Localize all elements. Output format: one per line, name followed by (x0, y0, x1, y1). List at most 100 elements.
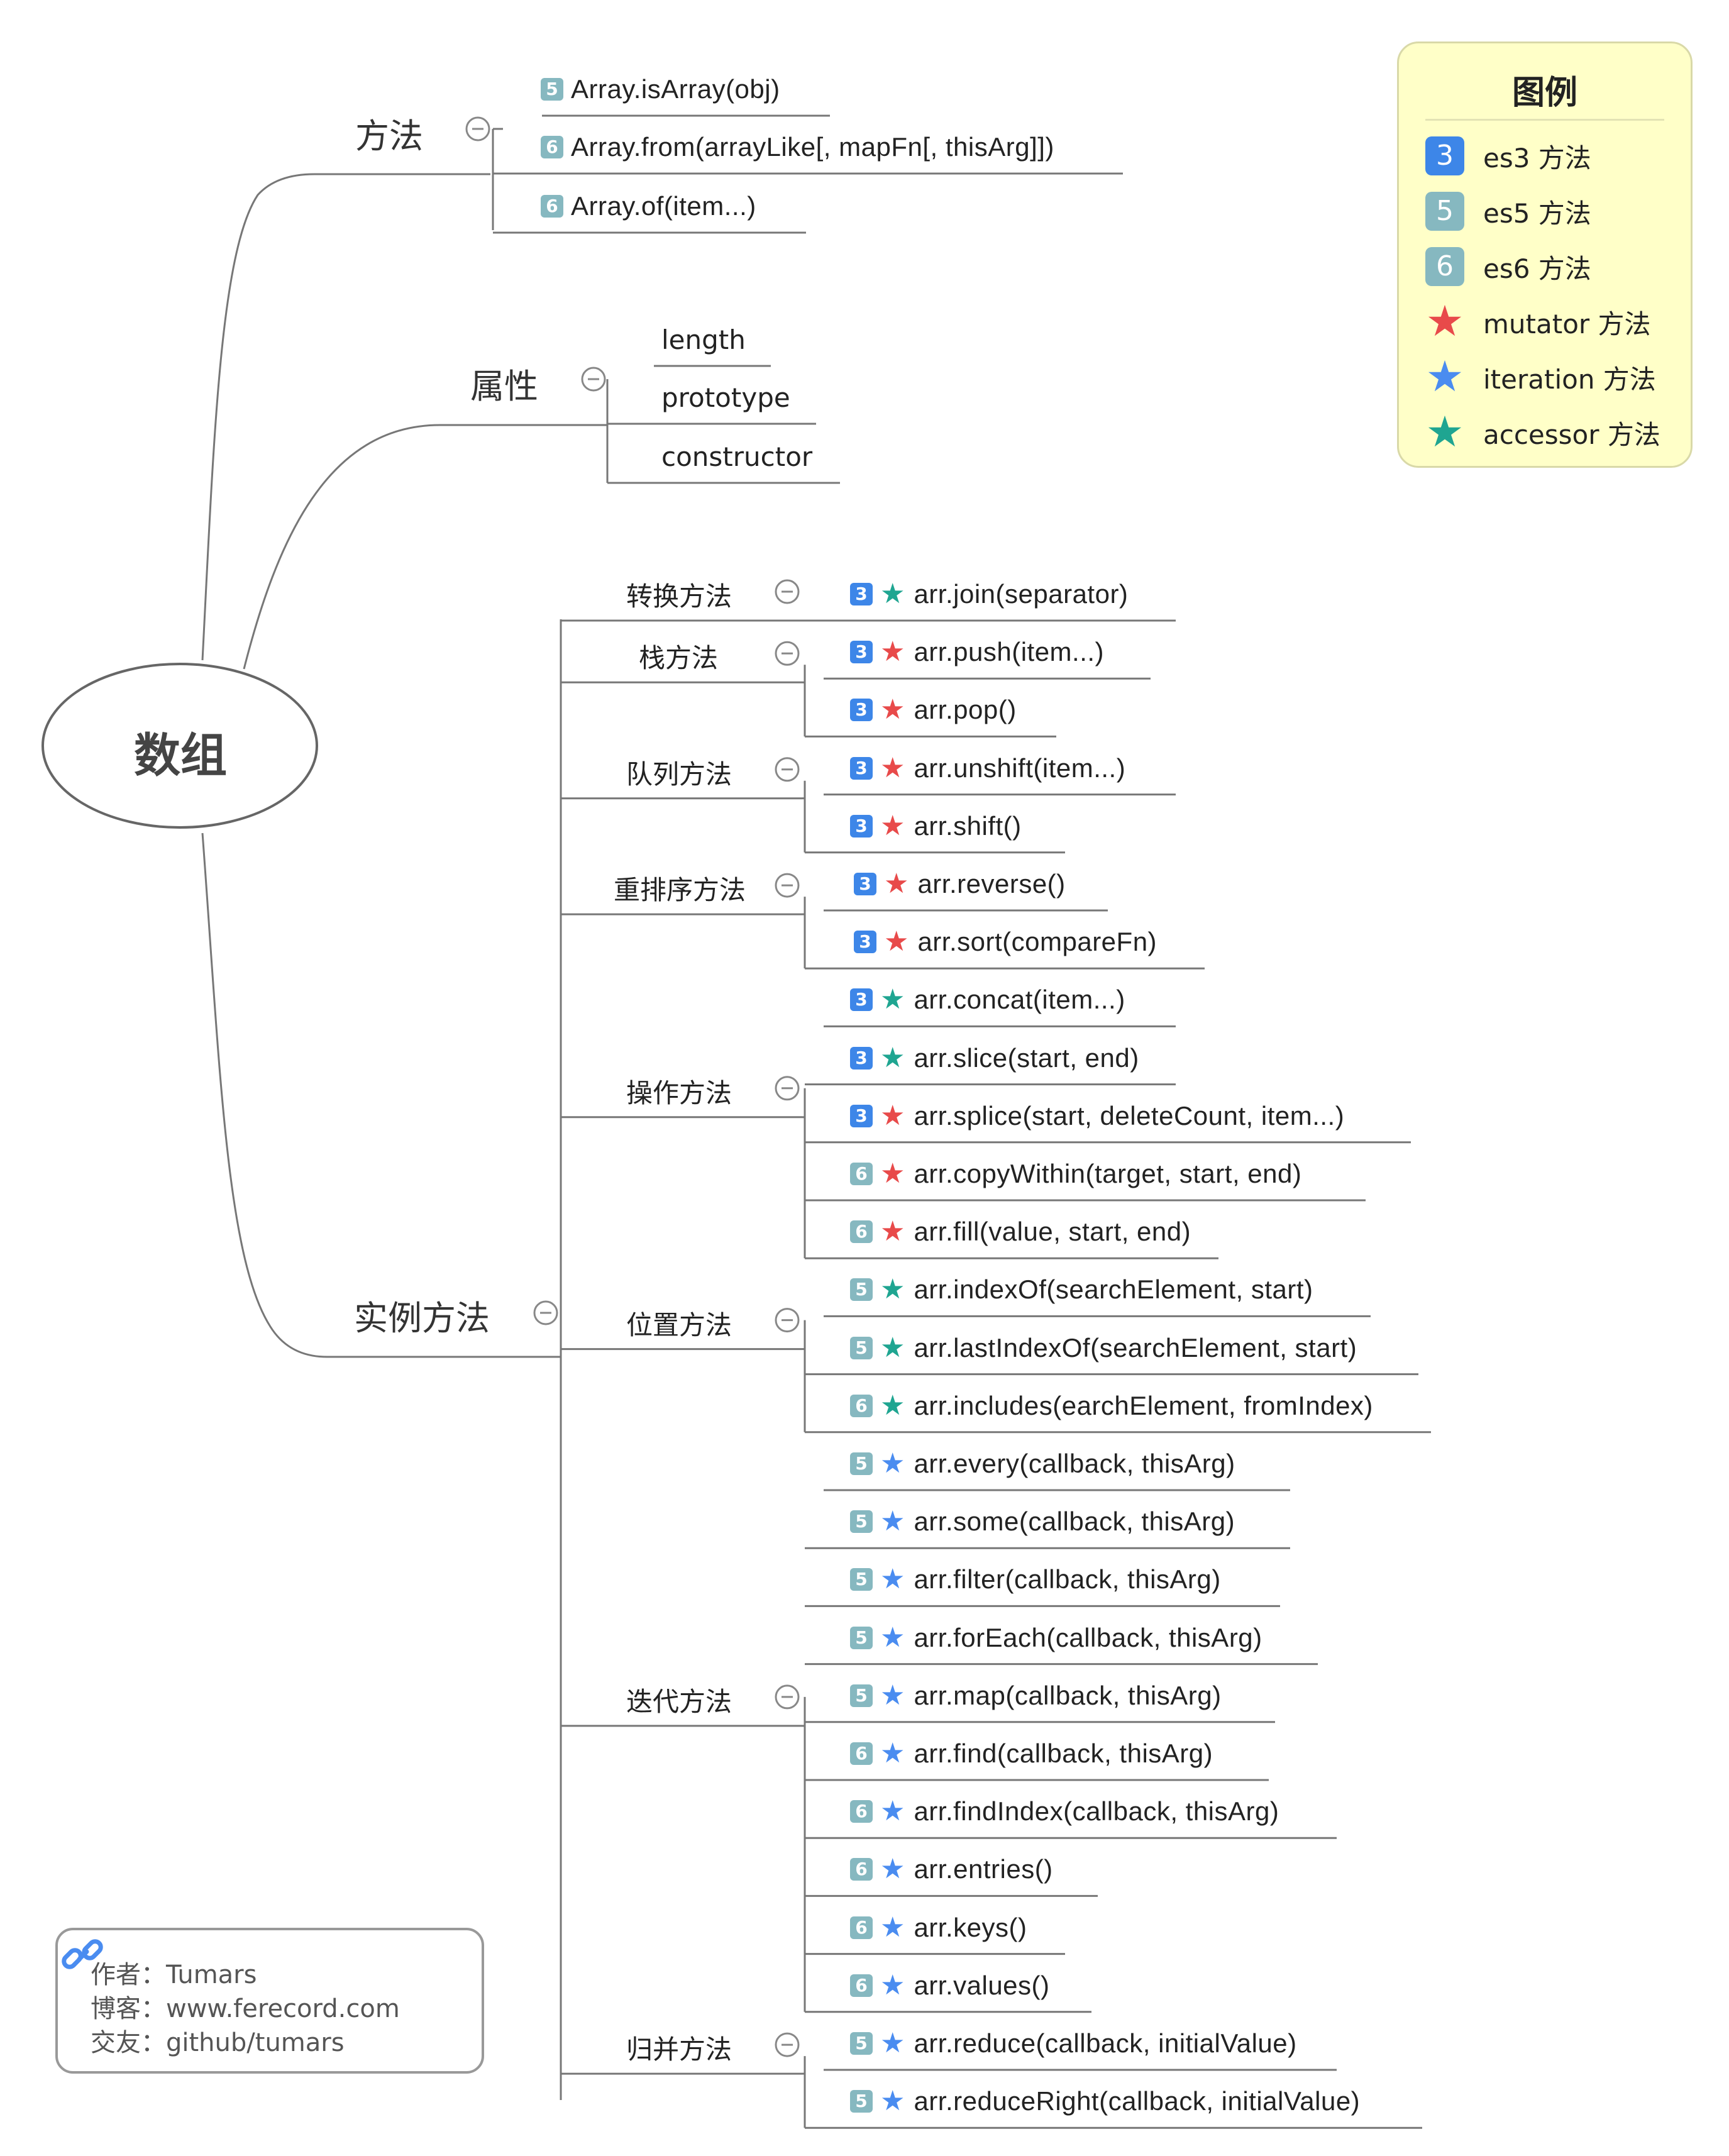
link-icon[interactable] (58, 1930, 108, 1981)
accessor-star-icon: ★ (880, 1041, 905, 1074)
instance-method-item[interactable]: 3★arr.unshift(item...) (850, 753, 1125, 783)
es5-badge-icon: 5 (850, 1510, 873, 1534)
accessor-star-icon: ★ (880, 1273, 905, 1306)
collapse-methods-icon[interactable] (465, 116, 490, 141)
iteration-star-icon: ★ (880, 1563, 905, 1596)
instance-method-item[interactable]: 3★arr.reverse() (854, 869, 1066, 899)
es5-badge-icon: 5 (850, 1336, 873, 1359)
star-icon: ★ (1425, 407, 1464, 457)
instance-method-item[interactable]: 3★arr.concat(item...) (850, 985, 1125, 1015)
instance-method-item[interactable]: 5★arr.map(callback, thisArg) (850, 1681, 1222, 1711)
collapse-group-icon[interactable] (775, 641, 800, 666)
collapse-group-icon[interactable] (775, 873, 800, 898)
iteration-star-icon: ★ (880, 2027, 905, 2059)
prop-prototype: prototype (661, 382, 790, 413)
collapse-props-icon[interactable] (581, 367, 606, 392)
method-signature: arr.reverse() (917, 869, 1066, 898)
es5-badge-icon: 5 (850, 1684, 873, 1707)
mutator-star-icon: ★ (884, 926, 909, 958)
es3-badge-icon: 3 (854, 931, 876, 954)
collapse-group-icon[interactable] (775, 1684, 800, 1710)
instance-method-item[interactable]: 5★arr.every(callback, thisArg) (850, 1449, 1235, 1479)
legend-label: accessor 方法 (1483, 419, 1660, 450)
instance-method-item[interactable]: 3★arr.slice(start, end) (850, 1043, 1139, 1073)
collapse-group-icon[interactable] (775, 1308, 800, 1333)
instance-method-item[interactable]: 6★arr.find(callback, thisArg) (850, 1739, 1213, 1769)
es5-badge-icon: 5 (1425, 192, 1464, 231)
instance-method-item[interactable]: 5★arr.reduce(callback, initialValue) (850, 2028, 1297, 2059)
instance-method-item[interactable]: 6★arr.entries() (850, 1854, 1053, 1884)
legend-label: iteration 方法 (1483, 363, 1656, 395)
group-label: 栈方法 (639, 643, 719, 674)
instance-method-item[interactable]: 6★arr.keys() (850, 1913, 1027, 1943)
collapse-group-icon[interactable] (775, 1076, 800, 1101)
mutator-star-icon: ★ (880, 1158, 905, 1190)
mutator-star-icon: ★ (884, 868, 909, 900)
prop-length: length (661, 324, 746, 355)
mutator-star-icon: ★ (880, 1215, 905, 1248)
accessor-star-icon: ★ (880, 983, 905, 1016)
accessor-star-icon: ★ (880, 578, 905, 610)
credit-friend[interactable]: 交友：github/tumars (91, 2028, 345, 2057)
instance-method-item[interactable]: 3★arr.join(separator) (850, 579, 1128, 609)
group-label: 转换方法 (626, 581, 732, 612)
branch-instance-label: 实例方法 (354, 1298, 490, 1338)
method-signature: arr.sort(compareFn) (917, 927, 1157, 957)
collapse-group-icon[interactable] (775, 579, 800, 604)
legend-row: ★mutator 方法 (1425, 301, 1651, 343)
collapse-group-icon[interactable] (775, 757, 800, 782)
method-signature: arr.reduce(callback, initialValue) (914, 2028, 1297, 2058)
es3-badge-icon: 3 (850, 1046, 873, 1070)
instance-method-item[interactable]: 6★arr.copyWithin(target, start, end) (850, 1159, 1301, 1189)
instance-method-item[interactable]: 3 ★ arr.sort(compareFn) (854, 927, 1157, 957)
prop-constructor: constructor (661, 441, 813, 472)
instance-method-item[interactable]: 6★arr.fill(value, start, end) (850, 1217, 1191, 1247)
legend-divider (1425, 119, 1664, 121)
group-label: 操作方法 (626, 1077, 732, 1108)
instance-method-item[interactable]: 5★arr.some(callback, thisArg) (850, 1506, 1235, 1537)
method-signature: arr.some(callback, thisArg) (914, 1506, 1235, 1537)
method-signature: arr.values() (914, 1970, 1050, 2000)
method-signature: arr.forEach(callback, thisArg) (914, 1622, 1262, 1652)
es6-badge-icon: 6 (850, 1220, 873, 1244)
mutator-star-icon: ★ (880, 751, 905, 784)
credit-blog[interactable]: 博客：www.ferecord.com (91, 1994, 400, 2023)
instance-method-item[interactable]: 3★arr.push(item...) (850, 637, 1104, 667)
group-label: 重排序方法 (614, 875, 746, 906)
method-signature: arr.unshift(item...) (914, 753, 1126, 783)
es6-badge-icon: 6 (850, 1858, 873, 1881)
collapse-group-icon[interactable] (775, 2032, 800, 2057)
iteration-star-icon: ★ (880, 1737, 905, 1769)
instance-method-item[interactable]: 5 ★ arr.indexOf(searchElement, start) (850, 1274, 1313, 1305)
instance-method-item[interactable]: 6★arr.includes(earchElement, fromIndex) (850, 1391, 1373, 1421)
instance-method-item[interactable]: 5★arr.lastIndexOf(searchElement, start) (850, 1333, 1357, 1363)
es5-badge-icon: 5 (850, 2090, 873, 2113)
instance-method-item[interactable]: 6★arr.values() (850, 1971, 1050, 2001)
method-signature: arr.map(callback, thisArg) (914, 1680, 1222, 1710)
method-signature: arr.push(item...) (914, 637, 1105, 667)
method-signature: arr.findIndex(callback, thisArg) (914, 1796, 1279, 1827)
method-signature: arr.indexOf(searchElement, start) (914, 1274, 1313, 1305)
es5-badge-icon: 5 (850, 1278, 873, 1302)
collapse-instance-icon[interactable] (533, 1300, 558, 1325)
mutator-star-icon: ★ (880, 636, 905, 668)
es3-badge-icon: 3 (1425, 136, 1464, 175)
es3-badge-icon: 3 (850, 699, 873, 722)
iteration-star-icon: ★ (880, 1911, 905, 1943)
root-node-ellipse[interactable] (41, 663, 318, 829)
instance-method-item[interactable]: 5★arr.forEach(callback, thisArg) (850, 1623, 1262, 1653)
instance-method-item[interactable]: 3★arr.splice(start, deleteCount, item...… (850, 1101, 1344, 1131)
method-signature: arr.find(callback, thisArg) (914, 1739, 1213, 1768)
instance-method-item[interactable]: 5★arr.reduceRight(callback, initialValue… (850, 2086, 1360, 2116)
instance-method-item[interactable]: 3★arr.shift() (850, 811, 1022, 841)
instance-method-item[interactable]: 6★arr.findIndex(callback, thisArg) (850, 1796, 1279, 1827)
instance-method-item[interactable]: 3★arr.pop() (850, 695, 1017, 725)
instance-method-item[interactable]: 5★arr.filter(callback, thisArg) (850, 1564, 1221, 1595)
